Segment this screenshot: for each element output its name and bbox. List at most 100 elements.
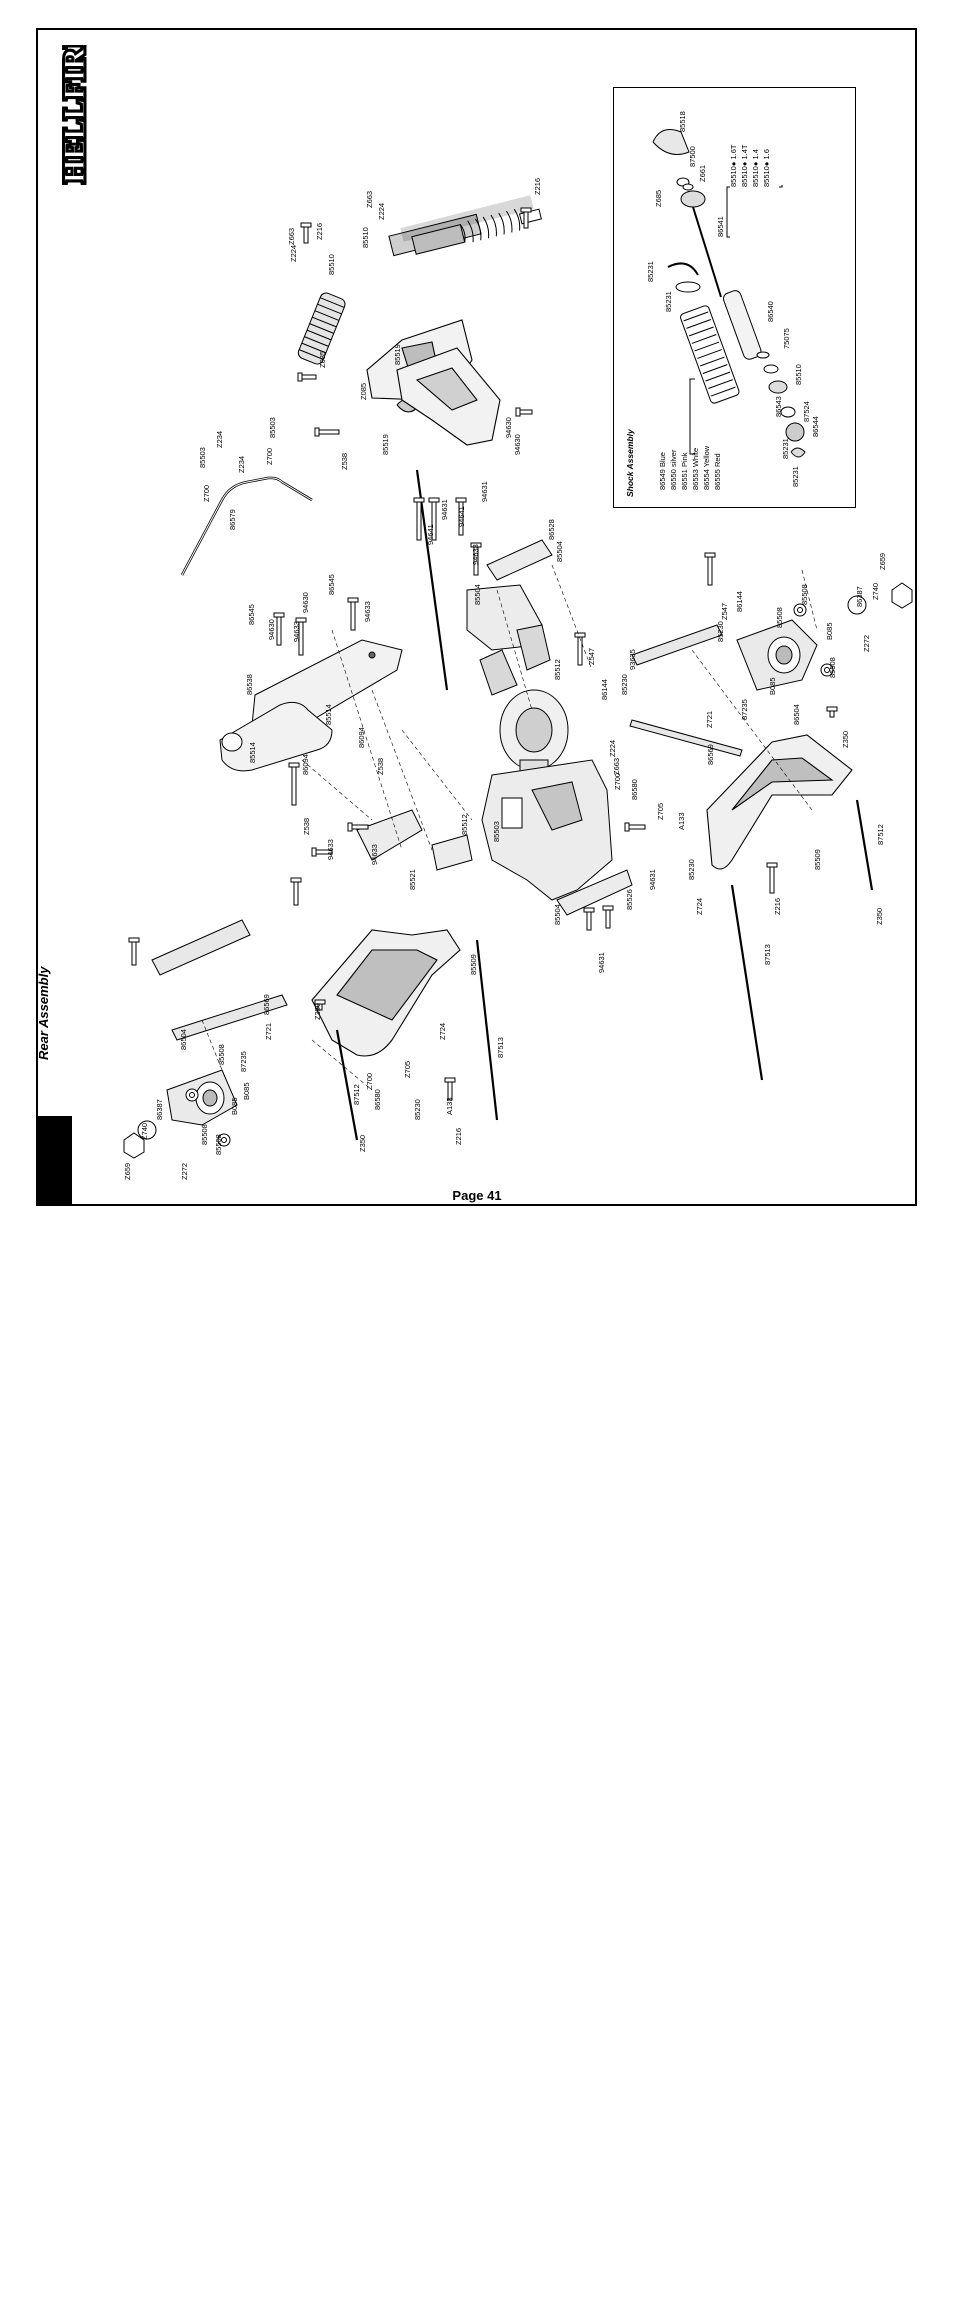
hinge-pin-holder <box>219 701 333 772</box>
part-label: 94633 <box>292 621 301 642</box>
part-label: 85519 <box>381 434 390 455</box>
page-number: Page 41 <box>452 1188 502 1203</box>
part-label: Z085 <box>359 383 368 400</box>
part-label: 93635 <box>628 649 637 670</box>
part-label: 86580 <box>630 779 639 800</box>
bearings <box>185 603 834 1147</box>
part-label: Z705 <box>656 803 665 820</box>
part-label: 94641 <box>457 506 466 527</box>
part-label: Z740 <box>871 583 880 600</box>
wheel-hex-nuts <box>123 582 913 1159</box>
part-label: Z350 <box>841 731 850 748</box>
part-label: 86387 <box>855 586 864 607</box>
part-label: 85508 <box>217 1044 226 1065</box>
part-label: 85503 <box>268 417 277 438</box>
part-label: Z538 <box>302 818 311 835</box>
part-label: 94630 <box>504 417 513 438</box>
lower-arm-left <box>311 929 461 1057</box>
piston-option: 85510● 1.6 <box>762 149 771 187</box>
rear-hub-right <box>736 619 818 691</box>
part-label: 85503 <box>198 447 207 468</box>
part-label: Z350 <box>358 1135 367 1152</box>
part-label: Z659 <box>878 553 887 570</box>
part-label: 87512 <box>352 1084 361 1105</box>
part-label: 86144 <box>735 591 744 612</box>
part-label: 85512 <box>553 659 562 680</box>
part-label: 85509 <box>813 849 822 870</box>
part-label: 86504 <box>792 704 801 725</box>
part-label: 87513 <box>763 944 772 965</box>
part-label: 86387 <box>155 1099 164 1120</box>
part-label: Z663 <box>365 191 374 208</box>
section-number: 5-4 <box>28 2252 67 2299</box>
part-label: Z547 <box>587 648 596 665</box>
part-label: 87235 <box>740 699 749 720</box>
part-label: Z705 <box>403 1061 412 1078</box>
part-label: 85230 <box>413 1099 422 1120</box>
gearbox-cover <box>466 584 551 696</box>
part-label: 85519 <box>393 344 402 365</box>
shock-part-label: Z661 <box>698 165 707 182</box>
part-label: 87235 <box>239 1051 248 1072</box>
part-label: 94630 <box>267 619 276 640</box>
part-label: 85230 <box>716 621 725 642</box>
part-label: Z224 <box>289 245 298 262</box>
shock-part-label: 86541 <box>716 216 725 237</box>
part-label: A133 <box>445 1097 454 1115</box>
spring-option: 86553 White <box>691 448 700 490</box>
part-label: 85504 <box>553 904 562 925</box>
svg-text:HELLFIRE: HELLFIRE <box>58 45 88 183</box>
part-label: Z224 <box>377 203 386 220</box>
part-label: 86144 <box>600 679 609 700</box>
part-label: 86569 <box>706 744 715 765</box>
part-label: B085 <box>768 677 777 695</box>
part-label: Z663 <box>287 228 296 245</box>
part-label: 94631 <box>440 499 449 520</box>
shock-part-label: 85231 <box>646 261 655 282</box>
part-label: 94633 <box>471 544 480 565</box>
part-label: 86579 <box>228 509 237 530</box>
part-label: 85504 <box>473 584 482 605</box>
spring-option: 86554 Yellow <box>702 445 711 490</box>
part-label: Z724 <box>695 898 704 915</box>
part-label: 87513 <box>496 1037 505 1058</box>
spring-bracket <box>689 378 695 455</box>
rear-hub-carrier-left <box>356 809 473 871</box>
part-label: 85509 <box>469 954 478 975</box>
shock-assembly-title: Shock Assembly <box>625 428 635 497</box>
shock-assembly-box <box>613 87 856 508</box>
anti-roll-bar <box>180 476 313 576</box>
part-label: B085 <box>825 622 834 640</box>
part-label: Z350 <box>875 908 884 925</box>
section-title: Rear Assembly <box>36 966 51 1060</box>
part-label: 86545 <box>247 604 256 625</box>
part-label: 85510 <box>361 227 370 248</box>
part-label: Z216 <box>533 178 542 195</box>
part-label: 94630 <box>301 592 310 613</box>
spring-option: 86550 silver <box>669 449 678 490</box>
part-label: Z724 <box>438 1023 447 1040</box>
rear-body-mount <box>396 347 501 446</box>
part-label: Z085 <box>318 351 327 368</box>
hinge-pins <box>335 469 874 1141</box>
part-label: Z700 <box>202 485 211 502</box>
shock-part-label: 87524 <box>802 401 811 422</box>
part-label: Z740 <box>140 1123 149 1140</box>
hellfire-logo: HELLFIRE HELLFIRE <box>56 45 89 185</box>
piston-option: 85510● 1.4T <box>740 144 749 187</box>
part-label: 86528 <box>547 519 556 540</box>
part-label: Z547 <box>720 603 729 620</box>
rear-shock-main <box>388 195 542 257</box>
spring-option: 86555 Red <box>713 453 722 490</box>
part-label: Z224 <box>608 740 617 757</box>
part-label: 86580 <box>373 1089 382 1110</box>
drive-shafts <box>151 624 743 1041</box>
part-label: Z216 <box>773 898 782 915</box>
shock-part-label: 75075 <box>782 328 791 349</box>
shock-part-label: 86543 <box>774 396 783 417</box>
part-label: 86094 <box>301 754 310 775</box>
shock-part-label: 85231 <box>664 291 673 312</box>
shock-part-label: 87500 <box>688 146 697 167</box>
part-label: Z721 <box>264 1023 273 1040</box>
part-label: 94633 <box>370 844 379 865</box>
